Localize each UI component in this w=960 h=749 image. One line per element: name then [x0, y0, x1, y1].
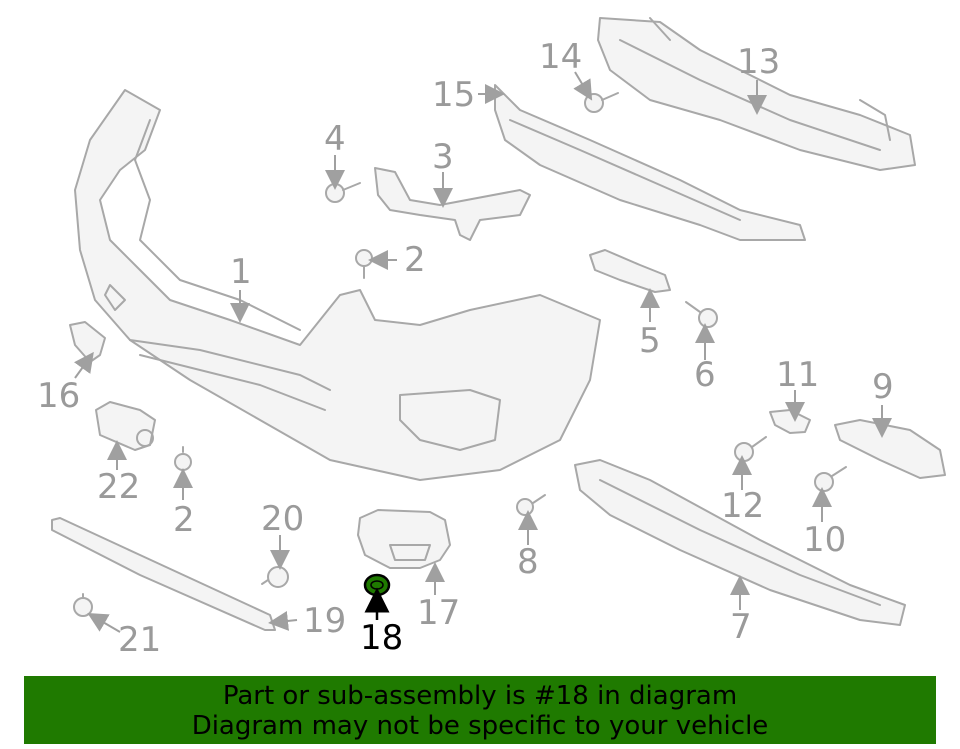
callout-15: 15	[432, 75, 475, 115]
callout-20: 20	[261, 499, 304, 539]
callout-16: 16	[37, 376, 80, 416]
parts-diagram: 1 2 3 4 5 6 7 8 9 10 11 12 13 14 15 16 1…	[37, 17, 946, 660]
callout-9: 9	[872, 367, 894, 407]
small-bracket-part	[589, 249, 671, 293]
callout-3: 3	[432, 137, 454, 177]
callout-5: 5	[639, 321, 661, 361]
callout-6: 6	[694, 355, 716, 395]
callout-1: 1	[230, 252, 252, 292]
callout-21: 21	[118, 620, 161, 660]
sensor-part	[95, 401, 156, 451]
fog-lamp-cover-part	[357, 509, 451, 569]
callout-22: 22	[97, 467, 140, 507]
callout-4: 4	[324, 119, 346, 159]
callout-7: 7	[730, 607, 752, 647]
callout-17: 17	[417, 593, 460, 633]
leader-lines	[74, 71, 892, 633]
callout-8: 8	[517, 542, 539, 582]
callout-13: 13	[737, 42, 780, 82]
callout-14: 14	[539, 37, 582, 77]
info-banner: Part or sub-assembly is #18 in diagram D…	[24, 676, 936, 744]
callout-2-upper: 2	[404, 240, 426, 280]
callout-19: 19	[303, 601, 346, 641]
energy-absorber-part	[494, 84, 806, 241]
callout-11: 11	[776, 355, 819, 395]
sensor-bracket-part	[69, 321, 106, 363]
lower-deflector-part	[574, 459, 906, 626]
callout-18: 18	[360, 618, 403, 658]
side-bracket-part	[834, 419, 946, 479]
callout-12: 12	[721, 486, 764, 526]
banner-line-2: Diagram may not be specific to your vehi…	[191, 711, 769, 741]
callout-2-lower: 2	[173, 500, 195, 540]
clip-bracket-part	[769, 409, 811, 434]
banner-line-1: Part or sub-assembly is #18 in diagram	[222, 681, 738, 711]
highlighted-clip-part	[363, 573, 391, 597]
callout-labels: 1 2 3 4 5 6 7 8 9 10 11 12 13 14 15 16 1…	[37, 37, 894, 660]
callout-10: 10	[803, 520, 846, 560]
bracket-part	[374, 167, 531, 241]
